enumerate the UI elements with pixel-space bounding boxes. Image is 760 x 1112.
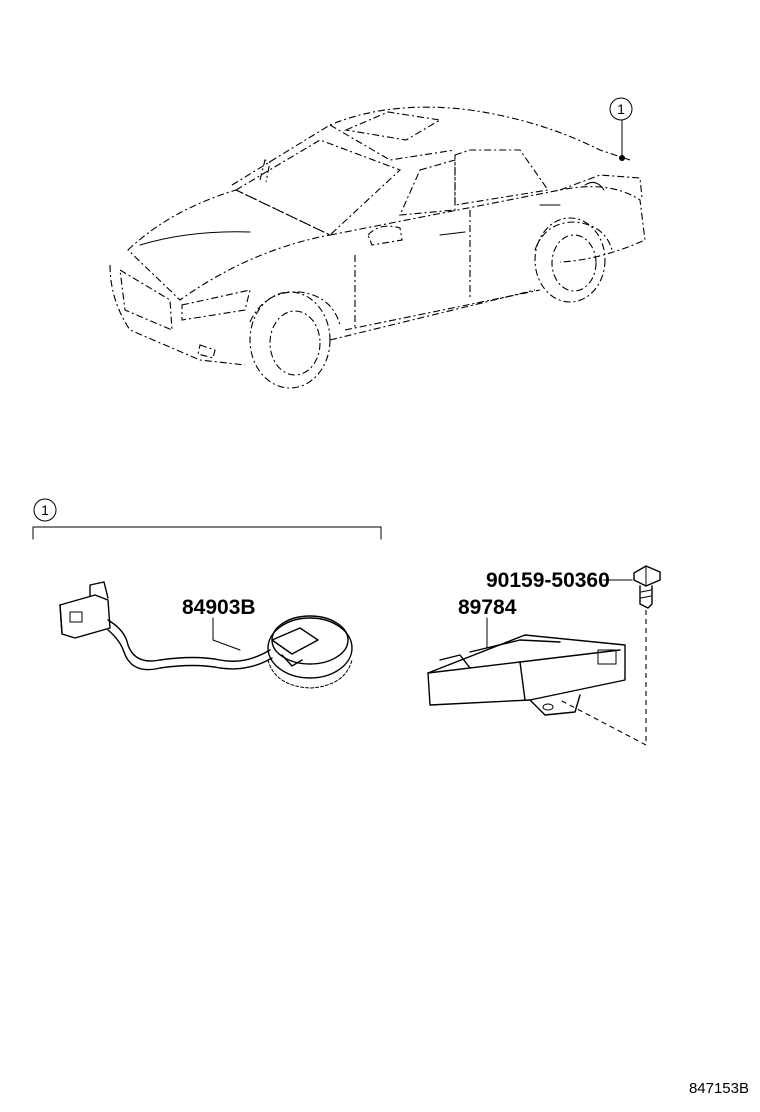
clock-spring-part: 84903B xyxy=(59,581,353,689)
diagram-code: 847153B xyxy=(689,1080,749,1097)
sensor-part: 89784 xyxy=(427,596,626,716)
part-number-89784[interactable]: 89784 xyxy=(458,596,517,619)
car-illustration xyxy=(109,106,646,389)
part-number-90159-50360[interactable]: 90159-50360 xyxy=(486,569,610,592)
bolt-part: 90159-50360 xyxy=(486,565,661,746)
callout-car: 1 xyxy=(609,97,633,121)
front-wheel xyxy=(249,291,341,389)
group-bracket: 1 xyxy=(32,498,382,540)
part-number-84903B[interactable]: 84903B xyxy=(182,596,256,619)
callout-car-number: 1 xyxy=(617,101,625,117)
rear-wheel xyxy=(534,217,613,303)
callout-group-number: 1 xyxy=(41,502,49,518)
sensor-location-dot xyxy=(619,155,625,161)
